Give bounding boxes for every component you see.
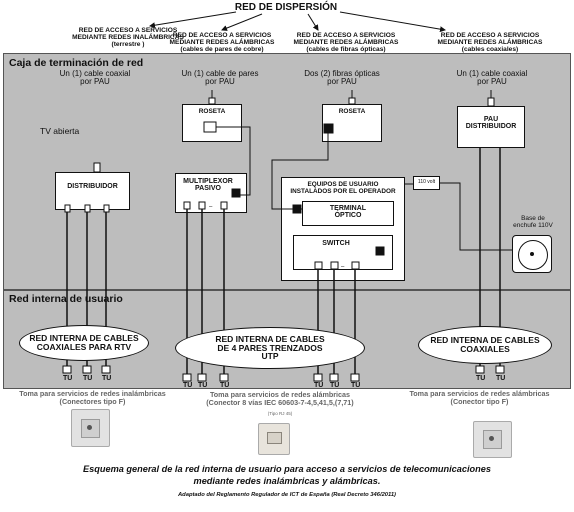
caja-wiring: – – xyxy=(64,90,534,290)
pau-distribuidor-label: PAU DISTRIBUIDOR xyxy=(465,116,517,131)
tu-label: TU xyxy=(183,382,193,389)
ellipse-coax-rtv: RED INTERNA DE CABLES COAXIALES PARA RTV xyxy=(19,325,149,361)
pau-distribuidor-box xyxy=(457,106,525,148)
access-label-copper: RED DE ACCESO A SERVICIOS MEDIANTE REDES… xyxy=(169,32,275,53)
ellipse-utp: RED INTERNA DE CABLES DE 4 PARES TRENZAD… xyxy=(175,327,365,369)
tu-label: TU xyxy=(476,375,486,382)
red-dispersion-title: RED DE DISPERSIÓN xyxy=(234,2,338,13)
volt-box xyxy=(413,176,440,190)
toma-label-wireless: Toma para servicios de redes inalámbrica… xyxy=(19,389,166,406)
tu-label: TU xyxy=(63,375,73,382)
coax-socket-icon xyxy=(71,409,110,447)
toma-label-utp: Toma para servicios de redes alámbricas … xyxy=(206,390,354,407)
terminal-optico-label: TERMINAL ÓPTICO xyxy=(329,205,367,220)
tu-label: TU xyxy=(83,375,93,382)
coax-cable-left-label: Un (1) cable coaxial por PAU xyxy=(59,69,131,87)
red-interna-title: Red interna de usuario xyxy=(9,293,123,305)
rj45-socket-icon xyxy=(258,423,290,455)
figure-source: Adaptado del Reglamento Regulador de ICT… xyxy=(178,492,396,498)
multiplexor-label: MULTIPLEXOR PASIVO xyxy=(183,178,233,193)
svg-text:–: – xyxy=(341,264,345,270)
toma-rj45-note: (Tipo RJ 45) xyxy=(267,411,293,416)
tu-label: TU xyxy=(351,382,361,389)
svg-text:–: – xyxy=(209,204,213,210)
tu-label: TU xyxy=(330,382,340,389)
terminal-optico-box xyxy=(302,201,394,226)
pares-cable-label: Un (1) cable de pares por PAU xyxy=(181,69,259,87)
dispersion-arrows xyxy=(149,11,446,33)
tu-label: TU xyxy=(496,375,506,382)
access-label-wireless: RED DE ACCESO A SERVICIOS MEDIANTE REDES… xyxy=(72,27,184,48)
toma-label-coax: Toma para servicios de redes alámbricas … xyxy=(409,389,550,406)
equipos-usuario-label: EQUIPOS DE USUARIO INSTALADOS POR EL OPE… xyxy=(290,181,396,195)
tv-abierta-label: TV abierta xyxy=(40,126,80,136)
coax-f-socket-icon xyxy=(473,421,512,458)
roseta-label-2: ROSETA xyxy=(338,108,366,115)
volt-label: 110 volt xyxy=(417,179,436,185)
caja-terminacion-title: Caja de terminación de red xyxy=(9,57,144,69)
figure-caption: Esquema general de la red interna de usu… xyxy=(83,464,491,486)
fibras-label: Dos (2) fibras ópticas por PAU xyxy=(304,69,380,87)
distribuidor-box xyxy=(55,172,130,210)
roseta-label-1: ROSETA xyxy=(198,108,226,115)
tu-label: TU xyxy=(102,375,112,382)
ellipse-coax: RED INTERNA DE CABLES COAXIALES xyxy=(418,326,552,364)
switch-label: SWITCH xyxy=(322,240,350,247)
access-label-coax: RED DE ACCESO A SERVICIOS MEDIANTE REDES… xyxy=(437,32,543,53)
tu-label: TU xyxy=(198,382,208,389)
tu-label: TU xyxy=(314,382,324,389)
distribuidor-label: DISTRIBUIDOR xyxy=(67,183,118,190)
access-label-fiber: RED DE ACCESO A SERVICIOS MEDIANTE REDES… xyxy=(293,32,399,53)
base-enchufe-label: Base de enchufe 110V xyxy=(513,215,553,229)
coax-cable-right-label: Un (1) cable coaxial por PAU xyxy=(456,69,528,87)
tu-label: TU xyxy=(220,382,230,389)
